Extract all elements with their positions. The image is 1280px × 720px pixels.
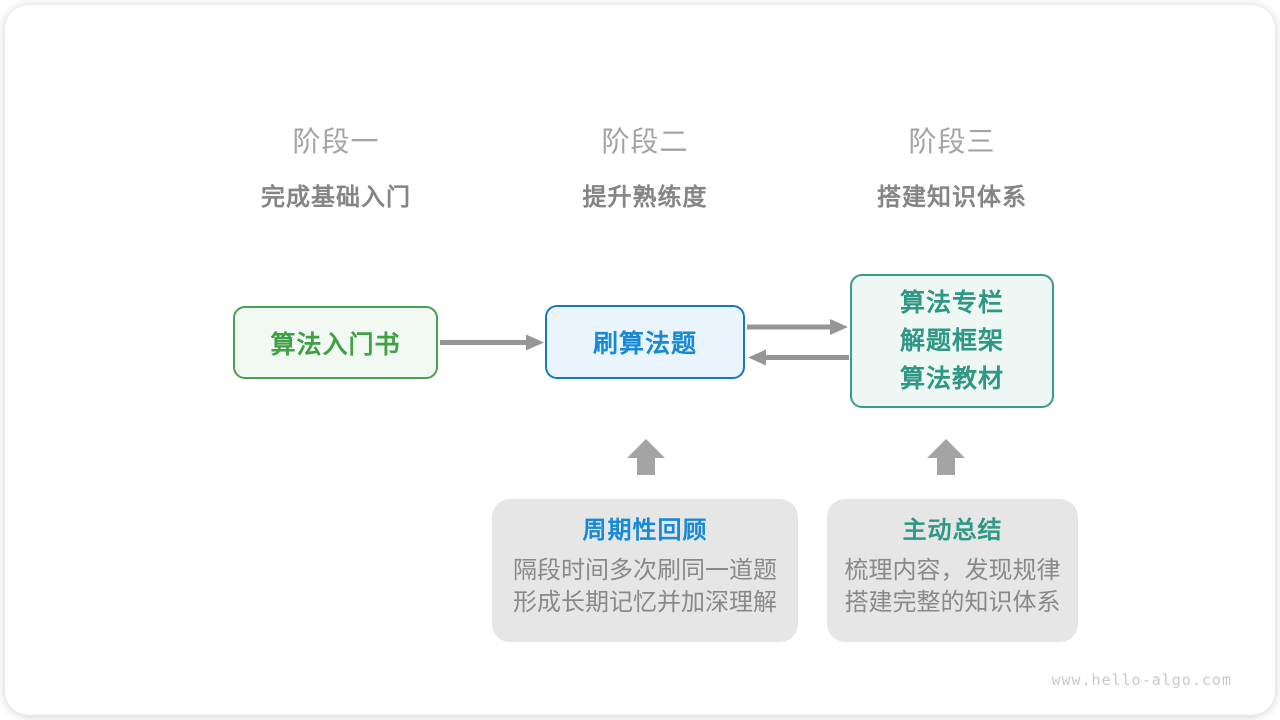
- arrow-resources-to-practice-icon: [748, 349, 849, 366]
- node-intro-book: 算法入门书: [233, 306, 438, 379]
- stage-1-title: 阶段一: [292, 126, 380, 157]
- callout-periodic-review-line-1: 隔段时间多次刷同一道题: [513, 557, 777, 584]
- stage-2-subtitle: 提升熟练度: [582, 184, 708, 211]
- stage-2-header: 阶段二 提升熟练度: [543, 125, 747, 213]
- node-intro-book-label: 算法入门书: [270, 330, 401, 359]
- node-practice-problems-label: 刷算法题: [592, 330, 697, 358]
- callout-periodic-review-body: 隔段时间多次刷同一道题 形成长期记忆并加深理解: [492, 555, 798, 619]
- stage-3-subtitle: 搭建知识体系: [877, 184, 1027, 211]
- stage-2-title: 阶段二: [601, 126, 689, 157]
- callout-periodic-review: 周期性回顾 隔段时间多次刷同一道题 形成长期记忆并加深理解: [492, 499, 798, 642]
- stage-1-subtitle: 完成基础入门: [261, 184, 411, 211]
- stage-3-header: 阶段三 搭建知识体系: [850, 125, 1054, 213]
- node-resources-line-3: 算法教材: [899, 365, 1004, 393]
- node-resources-line-1: 算法专栏: [899, 289, 1004, 317]
- callout-periodic-review-title: 周期性回顾: [582, 517, 708, 544]
- watermark-url: www.hello-algo.com: [1051, 671, 1232, 689]
- callout-active-summary-body: 梳理内容，发现规律 搭建完整的知识体系: [827, 555, 1078, 619]
- callout-periodic-review-line-2: 形成长期记忆并加深理解: [513, 589, 777, 616]
- callout-active-summary: 主动总结 梳理内容，发现规律 搭建完整的知识体系: [827, 499, 1078, 642]
- up-arrow-summary-icon: [927, 439, 965, 475]
- node-resources-line-2: 解题框架: [899, 327, 1004, 355]
- node-practice-problems: 刷算法题: [545, 305, 745, 379]
- callout-active-summary-line-1: 梳理内容，发现规律: [844, 557, 1061, 584]
- callout-active-summary-line-2: 搭建完整的知识体系: [844, 589, 1061, 616]
- callout-active-summary-title: 主动总结: [902, 517, 1003, 544]
- stage-3-title: 阶段三: [908, 126, 996, 157]
- arrow-practice-to-resources-icon: [747, 319, 848, 335]
- arrow-intro-to-practice-icon: [440, 334, 544, 351]
- stage-1-header: 阶段一 完成基础入门: [234, 125, 438, 213]
- up-arrow-review-icon: [627, 439, 665, 475]
- diagram-card: 阶段一 完成基础入门 阶段二 提升熟练度 阶段三 搭建知识体系 算法入门书 刷算…: [5, 5, 1275, 715]
- node-resources: 算法专栏 解题框架 算法教材: [850, 274, 1054, 408]
